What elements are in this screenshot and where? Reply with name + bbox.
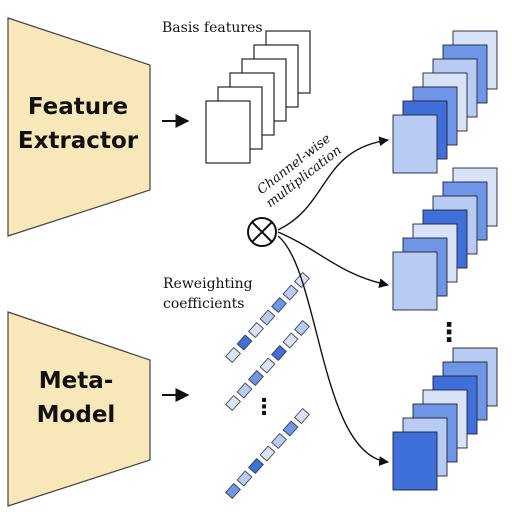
reweighting-label-line2: coefficients <box>163 296 244 312</box>
coefficient-ellipsis: ⋮ <box>253 395 275 420</box>
coefficient-cell <box>225 482 241 500</box>
reweighted-feature-map <box>392 431 438 491</box>
feature-extractor-block: Feature Extractor <box>7 17 151 237</box>
reweighted-feature-stacks <box>392 30 498 491</box>
coefficient-cell <box>282 332 299 349</box>
meta-model-label-line2: Model <box>37 402 116 428</box>
coefficient-cell <box>225 346 241 364</box>
arrow-to-output-3 <box>277 235 389 466</box>
feature-extractor-label-line2: Extractor <box>18 128 139 154</box>
arrow-to-output-1 <box>277 136 389 231</box>
feature-extractor-label-line1: Feature <box>28 94 128 120</box>
reweighted-feature-map <box>392 251 438 311</box>
coefficient-cell <box>282 420 299 437</box>
reweighting-coefficient-vectors <box>225 271 310 500</box>
output-ellipsis: ⋮ <box>436 318 462 348</box>
arrow-to-output-2 <box>277 231 389 288</box>
basis-features-label: Basis features <box>162 20 263 36</box>
coefficient-cell <box>248 321 264 339</box>
coefficient-cell <box>271 432 287 450</box>
coefficient-cell <box>225 394 241 412</box>
reweighted-feature-map <box>392 114 438 174</box>
output-arrows <box>277 136 389 466</box>
reweighting-label-line1: Reweighting <box>163 276 253 292</box>
coefficient-cell <box>248 457 264 475</box>
coefficient-cell <box>236 382 253 399</box>
meta-model-label-line1: Meta- <box>39 368 114 394</box>
coefficient-cell <box>236 334 253 351</box>
coefficient-cell <box>236 470 253 487</box>
basis-feature-stack <box>205 30 311 164</box>
coefficient-cell <box>259 309 276 326</box>
coefficient-cell <box>271 296 287 314</box>
coefficient-cell <box>259 357 276 374</box>
coefficient-cell <box>271 344 287 362</box>
coefficient-cell <box>294 407 310 425</box>
coefficient-cell <box>294 319 310 337</box>
coefficient-cell <box>282 284 299 301</box>
meta-model-block: Meta- Model <box>7 311 151 507</box>
coefficient-cell <box>259 445 276 462</box>
basis-feature-map <box>205 100 251 164</box>
channel-wise-multiply-icon <box>247 217 277 247</box>
coefficient-cell <box>248 369 264 387</box>
